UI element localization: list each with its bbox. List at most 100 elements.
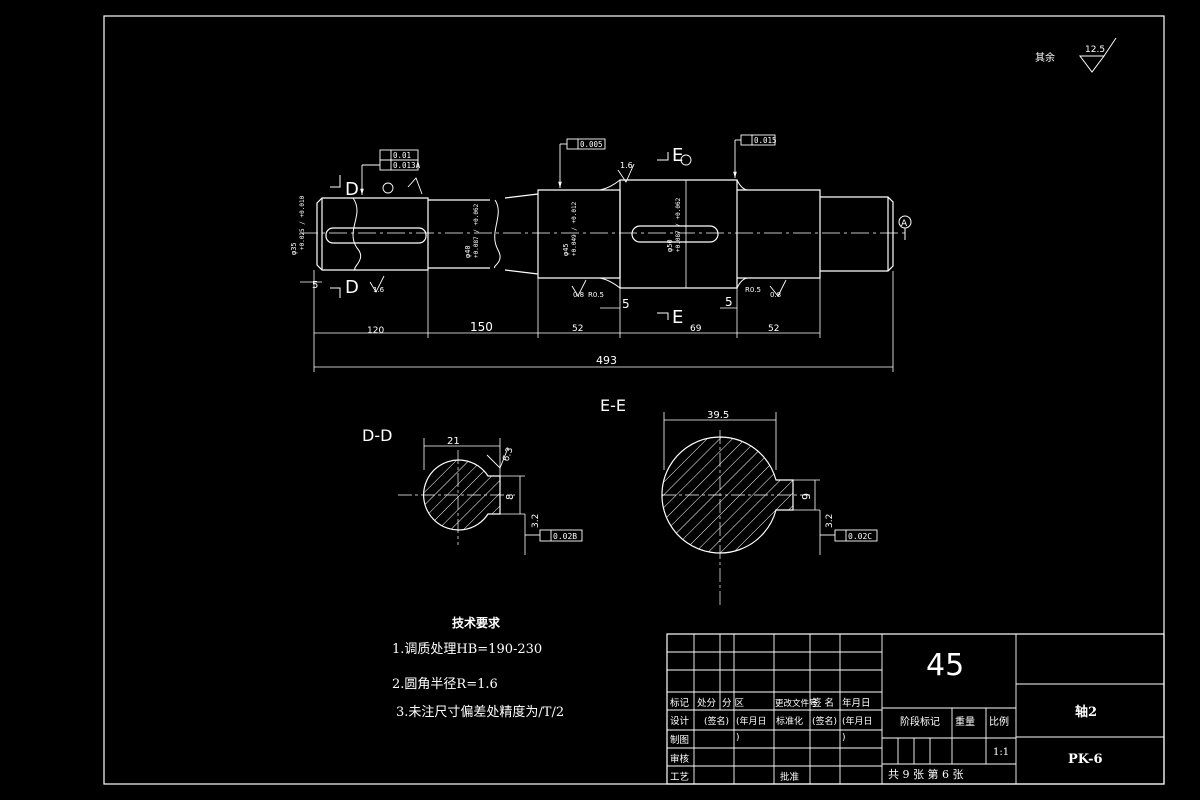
requirement-item-2: 2.圆角半径R=1.6 — [392, 677, 498, 692]
marker-d-top: D — [345, 179, 359, 200]
tb-header-3: 更改文件号 — [775, 698, 818, 709]
rough-16-left: 1.6 — [373, 286, 385, 294]
tb-process: 工艺 — [670, 772, 689, 783]
rough-08-mid: 0.8 — [573, 291, 584, 299]
dd-rough-32: 3.2 — [531, 514, 541, 528]
tb-design-1: (签名) — [704, 715, 729, 727]
tb-design-3: 标准化 — [776, 715, 803, 727]
dd-tol: 0.02B — [553, 532, 577, 541]
dim-5c: 5 — [312, 280, 318, 291]
marker-e-top: E — [672, 145, 683, 166]
rough-16-top: 1.6 — [620, 161, 633, 170]
dim-52b: 52 — [768, 324, 779, 334]
shaft-step-2 — [428, 199, 490, 269]
sheet-count: 共 9 张 第 6 张 — [888, 767, 963, 781]
stage-label: 阶段标记 — [900, 715, 940, 728]
break-line-mid — [494, 199, 501, 269]
dia-left-dev: +0.025 / +0.010 — [299, 195, 306, 250]
dim-493: 493 — [596, 354, 617, 367]
requirement-item-1: 1.调质处理HB=190-230 — [392, 642, 542, 657]
dia-mid1-dev: +0.087 / +0.062 — [473, 203, 480, 258]
section-ee-title: E-E — [600, 396, 626, 415]
tolerance-frame-left — [360, 149, 419, 195]
dia-mid2-dev: +0.049 / +0.012 — [571, 201, 578, 256]
shaft-step-3 — [537, 189, 621, 279]
shaft-main-view — [300, 179, 905, 289]
dim-5b: 5 — [725, 295, 733, 309]
shaft-step-5 — [737, 189, 821, 279]
tb-approve: 批准 — [780, 771, 800, 783]
marker-d-bottom: D — [345, 277, 359, 298]
rough-08-right: 0.8 — [770, 291, 781, 299]
dim-120: 120 — [367, 326, 384, 336]
shaft-step-right — [820, 196, 894, 272]
drawing-frame — [103, 15, 1165, 785]
title-block — [666, 633, 1165, 785]
roughness-value: 12.5 — [1085, 45, 1105, 55]
tb-header-0: 标记 — [670, 697, 690, 709]
section-markers — [330, 152, 669, 320]
ee-rough-32: 3.2 — [825, 514, 835, 528]
tb-paren-1: ) — [736, 733, 740, 743]
tb-design-2: (年月日 — [736, 715, 767, 727]
tb-design-0: 设计 — [670, 715, 690, 727]
keyway-left — [325, 227, 427, 244]
scale-label: 比例 — [989, 715, 1009, 728]
svg-text:A: A — [901, 219, 908, 229]
dia-mid2: φ45 — [562, 243, 570, 256]
tolerance-frame-right — [733, 134, 776, 178]
dd-key: 8 — [505, 494, 516, 500]
requirement-item-3: 3.未注尺寸偏差处精度为/T/2 — [396, 704, 564, 720]
part-name: 轴2 — [1075, 704, 1097, 720]
tb-design-5: (年月日 — [842, 715, 873, 727]
tb-check: 审核 — [670, 753, 690, 765]
roughness-symbol-icon — [1079, 37, 1117, 73]
fillet-right: R0.5 — [745, 286, 761, 294]
dimension-lines — [300, 270, 894, 372]
tb-header-2: 分 区 — [722, 698, 745, 709]
keyway-right — [631, 225, 719, 243]
section-dd — [398, 438, 583, 555]
dia-mid3-dev: +0.087 / +0.062 — [675, 197, 682, 252]
tol-mid: 0.005 — [580, 140, 603, 149]
dd-rough-63: 6.3 — [501, 446, 515, 463]
material: 45 — [926, 648, 964, 683]
tb-header-1: 处分 — [697, 697, 717, 709]
tb-design-4: (签名) — [812, 715, 837, 727]
tb-paren-2: ) — [842, 733, 846, 743]
dia-mid1: φ40 — [464, 245, 472, 258]
section-ee — [661, 412, 878, 605]
shaft-step-left — [316, 197, 429, 271]
drawing-number: PK-6 — [1068, 752, 1103, 767]
roughness-label: 其余 — [1035, 51, 1055, 64]
datum-a: A — [898, 215, 912, 240]
dim-69: 69 — [690, 324, 702, 334]
dd-width: 21 — [447, 436, 460, 447]
technical-requirements: 技术要求 1.调质处理HB=190-230 2.圆角半径R=1.6 3.未注尺寸… — [392, 615, 564, 720]
dia-left: φ35 — [290, 242, 298, 255]
break-line-left — [352, 197, 362, 271]
roughness-marks — [369, 154, 787, 297]
marker-e-bottom: E — [672, 307, 683, 328]
ee-width: 39.5 — [707, 410, 729, 421]
dim-150: 150 — [470, 320, 493, 334]
dim-5a: 5 — [622, 297, 630, 311]
dim-52a: 52 — [572, 324, 583, 334]
section-dd-title: D-D — [362, 426, 392, 445]
tolerance-frame-mid — [558, 138, 606, 188]
tb-header-4: 签 名 — [812, 697, 834, 709]
weight-label: 重量 — [955, 715, 975, 728]
fillet-left: R0.5 — [588, 291, 604, 299]
scale-value: 1:1 — [993, 747, 1009, 758]
tol-left-upper: 0.01 — [393, 151, 411, 160]
ee-tol: 0.02C — [848, 532, 872, 541]
tol-right: 0.015 — [754, 136, 777, 145]
general-roughness-note: 其余 12.5 — [1035, 37, 1117, 73]
dia-mid3: φ50 — [666, 239, 674, 252]
requirements-heading: 技术要求 — [452, 615, 501, 630]
ee-key: 9 — [800, 493, 813, 500]
tol-left-lower: 0.013A — [393, 161, 421, 170]
tb-header-5: 年月日 — [842, 697, 871, 709]
tb-draw: 制图 — [670, 734, 689, 746]
